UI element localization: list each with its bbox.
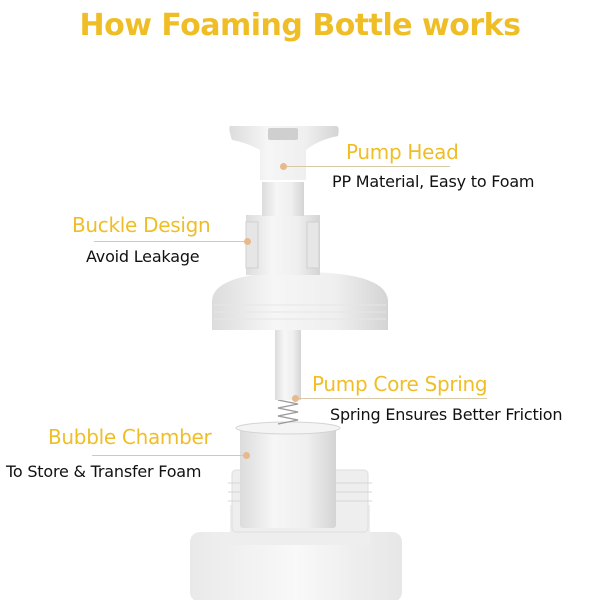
pump-head-part bbox=[229, 126, 339, 180]
pump-collar bbox=[212, 272, 388, 330]
spring-part bbox=[277, 399, 299, 425]
leader-line bbox=[94, 241, 246, 242]
callout-dot bbox=[292, 395, 299, 402]
callout-description: PP Material, Easy to Foam bbox=[332, 172, 535, 191]
buckle-part bbox=[245, 215, 320, 275]
callout-heading: Buckle Design bbox=[72, 213, 211, 237]
callout-heading: Pump Core Spring bbox=[312, 372, 488, 396]
callout-description: Spring Ensures Better Friction bbox=[330, 405, 563, 424]
leader-line bbox=[297, 398, 487, 399]
callout-dot bbox=[280, 163, 287, 170]
callout-dot bbox=[243, 452, 250, 459]
leader-line bbox=[284, 166, 450, 167]
callout-dot bbox=[244, 238, 251, 245]
bubble-chamber-part bbox=[235, 421, 341, 528]
page-title: How Foaming Bottle works bbox=[79, 8, 522, 43]
callout-heading: Bubble Chamber bbox=[48, 425, 212, 449]
callout-description: Avoid Leakage bbox=[86, 247, 200, 266]
leader-line bbox=[92, 455, 244, 456]
callout-description: To Store & Transfer Foam bbox=[6, 462, 202, 481]
callout-heading: Pump Head bbox=[346, 140, 459, 164]
